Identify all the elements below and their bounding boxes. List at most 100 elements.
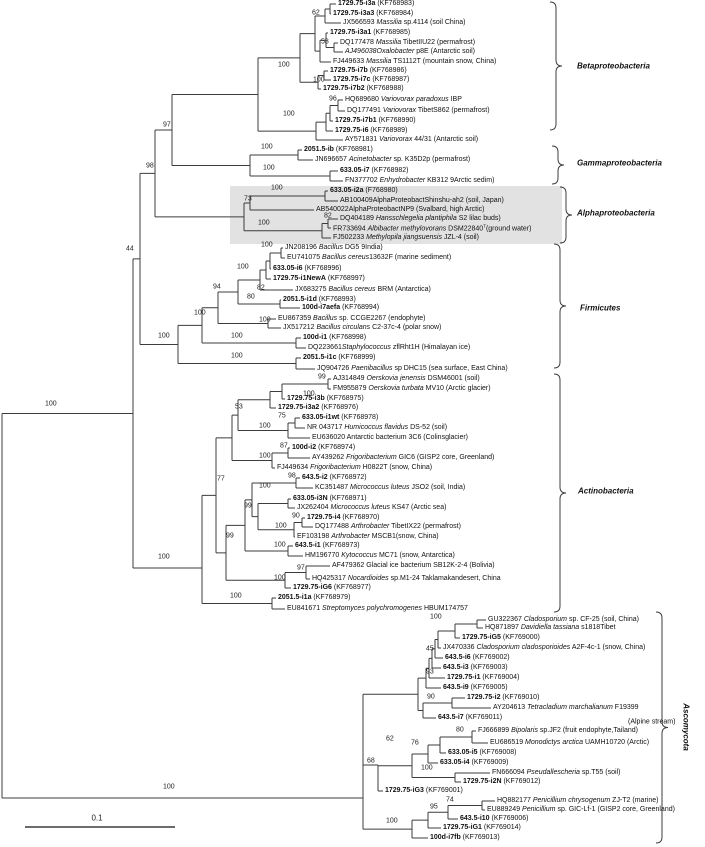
taxon-label: 633.05-i3N (KF768971) [293, 495, 367, 502]
taxon-label: 1729.75-i2 (KF769010) [467, 694, 540, 701]
bootstrap-value: 87 [280, 442, 288, 450]
taxon-label: 1729.75-i1NewA (KF768997) [273, 275, 365, 282]
bootstrap-value: 53 [235, 403, 243, 411]
bootstrap-value: 100 [258, 219, 270, 227]
taxon-label: KC351487 Micrococcus luteus JSO2 (soil, … [315, 484, 466, 491]
taxon-label: DQ223661Staphylococcus zflRht1H (Himalay… [308, 344, 471, 351]
bootstrap-value: 100 [303, 390, 315, 398]
bootstrap-value: 100 [283, 110, 295, 118]
bootstrap-value: 97 [297, 564, 305, 572]
taxon-label: JN208196 Bacillus DG5 9India) [285, 244, 383, 251]
taxon-label: EU867359 Bacillus sp. CCGE2267 (endophyt… [278, 315, 426, 322]
taxon-label: 643.5-i3 (KF769003) [443, 664, 508, 671]
taxon-label: GU322367 Cladosporium sp. CF-25 (soil, C… [488, 616, 639, 623]
taxon-label: 633.05-i7 (KF768982) [340, 167, 409, 174]
taxon-label: AJ496038Oxalobacter p8E (Antarctic soil) [345, 48, 475, 55]
taxon-label: FM955879 Oerskovia turbata MV10 (Arctic … [333, 385, 491, 392]
bootstrap-value: 100 [261, 241, 273, 249]
clade-label-gammaproteobacteria: Gammaproteobacteria [577, 158, 662, 168]
bootstrap-value: 100 [259, 452, 271, 460]
bootstrap-value: 94 [213, 283, 221, 291]
clade-brace-firmicutes [553, 243, 567, 369]
taxon-label: 633.05-i1wt (KF768978) [302, 414, 379, 421]
clade-label-firmicutes: Firmicutes [580, 303, 621, 313]
taxon-label: 1729.75-i3a (KF768983) [338, 0, 415, 7]
taxon-label: 1729.75-i4 (KF768970) [307, 514, 380, 521]
taxon-label: 633.05-i2a (F768980) [330, 187, 398, 194]
bootstrap-value: 93 [426, 668, 434, 676]
taxon-label: JX470336 Cladosporium cladosporioides A2… [443, 644, 646, 651]
bootstrap-value: 68 [367, 757, 375, 765]
clade-label-alphaproteobacteria: Alphaproteobacteria [577, 208, 655, 218]
clade-brace-actinobacteria [553, 373, 567, 613]
clade-label-actinobacteria: Actinobacteria [578, 486, 634, 496]
taxon-label: FJ449633 Massilia TS1112T (mountain snow… [333, 58, 497, 65]
bootstrap-value: 100 [278, 61, 290, 69]
taxon-label: AY571831 Variovorax 44/31 (Antarctic soi… [345, 136, 479, 143]
taxon-label: 1729.75-i1 (KF769004) [447, 674, 520, 681]
taxon-label: 2051.5-i1d (KF768993) [283, 296, 356, 303]
taxon-label: JX683275 Bacillus cereus BRM (Antarctica… [295, 286, 431, 293]
clade-brace-betaproteobacteria [549, 1, 563, 131]
taxon-label: JX262404 Micrococcus luteus KS47 (Arctic… [297, 504, 447, 511]
taxon-label: AY439262 Frigoribacterium GIC6 (GISP2 co… [312, 454, 495, 461]
bootstrap-value: 96 [329, 95, 337, 103]
taxon-label: DQ177478 Massilia TibetIIU22 (permafrost… [340, 39, 476, 46]
bootstrap-value: 100 [45, 400, 57, 408]
clade-brace-ascomycota [655, 611, 669, 844]
bootstrap-value: 90 [427, 693, 435, 701]
bootstrap-value: 77 [217, 475, 225, 483]
taxon-label: HQ871897 Davidiella tassiana s1818Tibet [485, 624, 616, 631]
taxon-label: 100d-i7aefa (KF768994) [302, 304, 380, 311]
bootstrap-value: 100 [263, 164, 275, 172]
taxon-label: 1729.75-i7b1 (KF768990) [335, 117, 416, 124]
bootstrap-value: 99 [226, 532, 234, 540]
taxon-label: FN666094 Pseudallescheria sp.T55 (soil) [492, 769, 621, 776]
bootstrap-value: 100 [231, 332, 243, 340]
taxon-label: 1729.75-i7c (KF768987) [333, 76, 410, 83]
taxon-label: JX517212 Bacillus circulans C2-37c-4 (po… [283, 324, 442, 331]
taxon-label: FJ449634 Frigoribacterium H0822T (snow, … [277, 464, 433, 471]
taxon-label: FJ666899 Bipolaris sp.JF2 (fruit endophy… [478, 727, 638, 734]
taxon-label: 643.5-i2 (KF768972) [302, 474, 367, 481]
bootstrap-value: 82 [324, 212, 332, 220]
bootstrap-value: 100 [237, 263, 249, 271]
taxon-label: HM196770 Kytococcus MC71 (snow, Antarcti… [305, 552, 455, 559]
bootstrap-value: 90 [292, 512, 300, 520]
bootstrap-value: 100 [230, 592, 242, 600]
taxon-label: 100d-i1 (KF768998) [303, 334, 367, 341]
bootstrap-value: 73 [244, 195, 252, 203]
taxon-label: 1729.75-i2N (KF769012) [463, 778, 541, 785]
taxon-label: AY204613 Tetracladium marchalianum F1939… [493, 704, 639, 711]
taxon-label: 633.05-i4 (KF769009) [440, 759, 509, 766]
taxon-label: 2051.5-i1c (KF768999) [303, 354, 376, 361]
bootstrap-value: 100 [158, 553, 170, 561]
taxon-label: EU686519 Monodictys arctica UAMH10720 (A… [490, 739, 650, 746]
taxon-label: 1729.75-i3a1 (KF768985) [330, 29, 411, 36]
taxon-label: NR 043717 Humicoccus flavidus DS-52 (soi… [307, 424, 448, 431]
taxon-label: 1729.75-iG5 (KF769000) [462, 634, 540, 641]
taxon-label: FJ502233 Methylopila jiangsuensis JZL-4 … [333, 234, 479, 241]
taxon-label: 1729.75-iG6 (KF768977) [293, 584, 371, 591]
taxon-label: 633.05-i6 (KF768996) [273, 265, 342, 272]
taxon-label: 643.5-i7 (KF769011) [438, 714, 503, 721]
bootstrap-value: 100 [275, 522, 287, 530]
taxon-label: 1729.75-iG3 (KF769001) [385, 787, 463, 794]
taxon-label: 1729.75-iG1 (KF769014) [443, 824, 521, 831]
taxon-label: 643.5-i10 (KF769006) [460, 815, 529, 822]
taxon-label: EF103198 Arthrobacter MSCB1(snow, China) [297, 533, 439, 540]
taxon-label: EU841671 Streptomyces polychromogenes HB… [287, 605, 468, 612]
scale-bar-label: 0.1 [91, 813, 103, 823]
bootstrap-value: 98 [288, 472, 296, 480]
bootstrap-value: 100 [231, 352, 243, 360]
taxon-label: HQ689680 Variovorax paradoxus IBP [345, 96, 462, 103]
taxon-label: 633.05-i5 (KF769008) [448, 749, 517, 756]
bootstrap-value: 100 [421, 764, 433, 772]
taxon-label: 2051.5-ib (KF768981) [304, 146, 373, 153]
taxon-label: DQ177491 Variovorax TibetS862 (permafros… [347, 107, 490, 114]
tree-branches [1, 3, 495, 839]
taxon-label: 1729.75-i3b (KF768975) [287, 395, 364, 402]
bootstrap-value: 100 [313, 76, 325, 84]
bootstrap-value: 74 [446, 796, 454, 804]
